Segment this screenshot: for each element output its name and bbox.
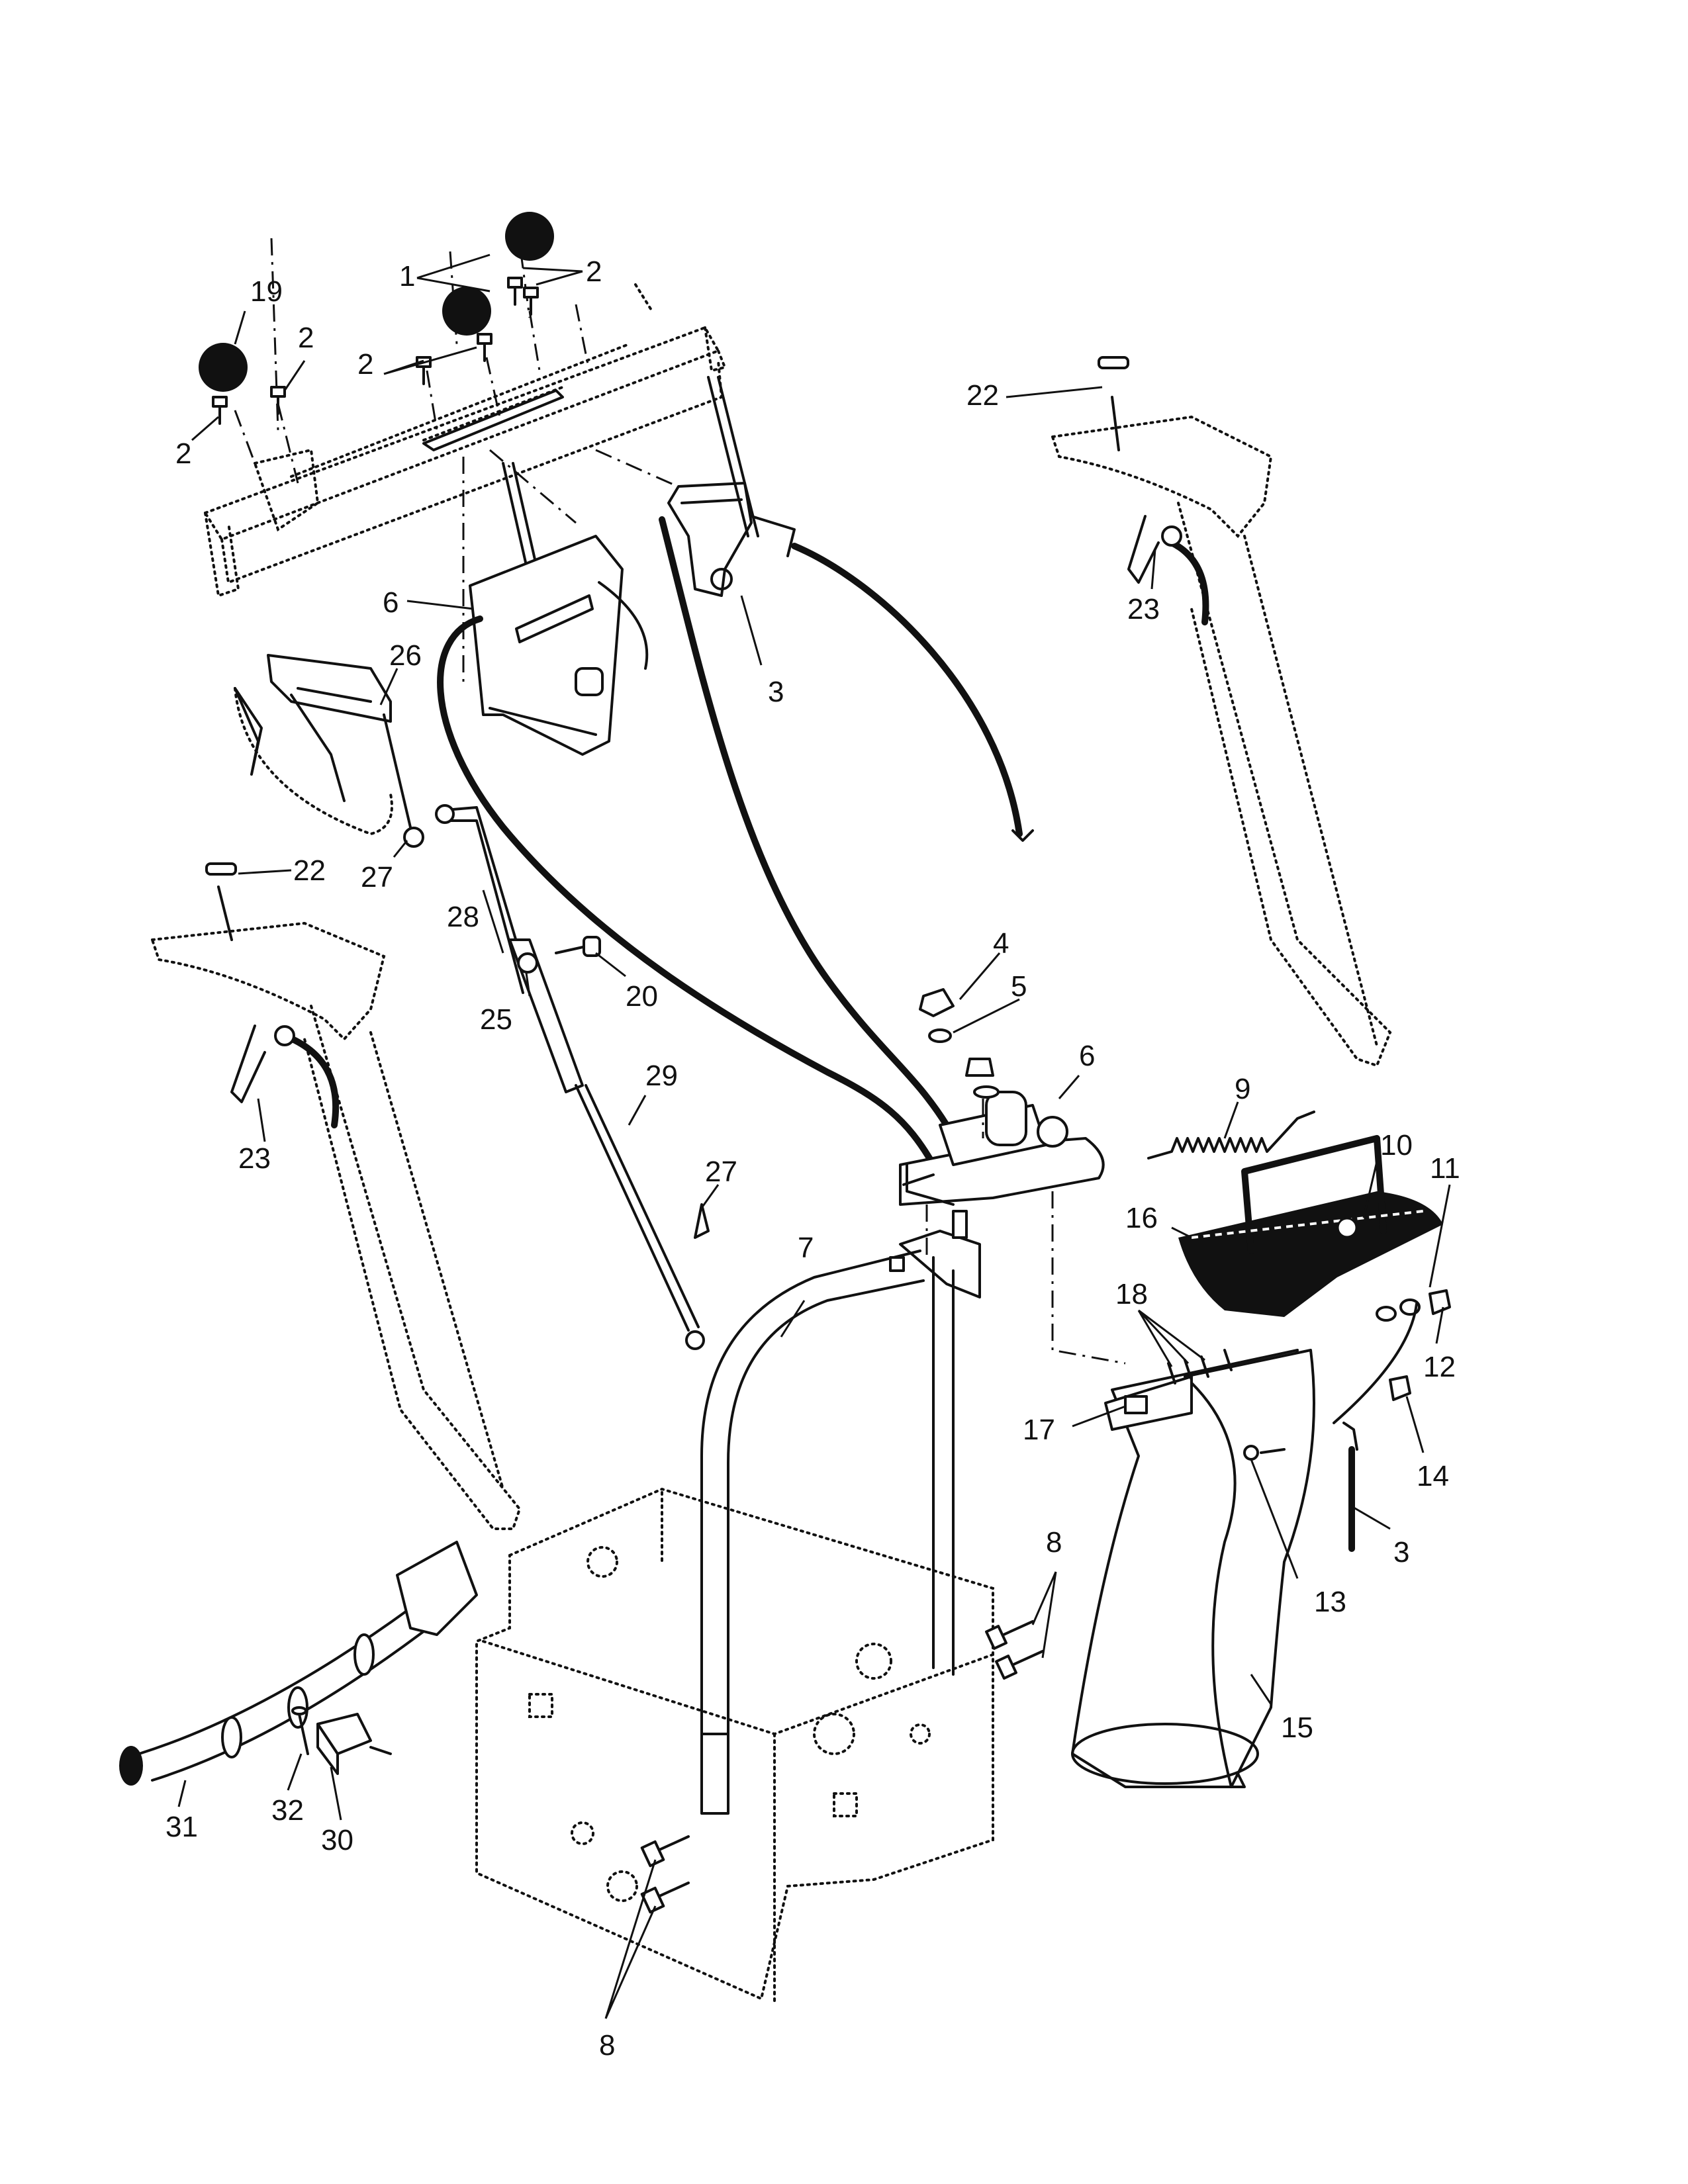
- lower-handle-tube: [700, 1210, 981, 1815]
- shift-lever-assembly: [469, 462, 649, 756]
- callout-30: 30: [321, 1824, 353, 1856]
- screw-a: [212, 396, 228, 425]
- callout-7: 7: [798, 1232, 814, 1264]
- callout-22-left: 22: [293, 854, 326, 887]
- callout-17: 17: [1023, 1414, 1055, 1446]
- callout-10: 10: [1380, 1129, 1413, 1161]
- knob-3: [505, 212, 554, 261]
- callout-3-upper: 3: [768, 676, 784, 708]
- callout-2a: 2: [586, 255, 602, 288]
- chute-bracket: [234, 654, 424, 848]
- callout-2b: 2: [357, 348, 373, 381]
- callout-28: 28: [447, 901, 479, 933]
- callout-11: 11: [1430, 1152, 1460, 1185]
- callout-4: 4: [993, 927, 1009, 960]
- screw-d: [477, 333, 492, 362]
- chute-bolts: [1167, 1349, 1233, 1385]
- callout-29: 29: [645, 1060, 678, 1092]
- speed-control-lever: [667, 376, 796, 597]
- callout-labels: 1 2 2 2 2 19 22 22 23 23 6 6 3 3 26 27 2…: [165, 255, 1460, 2062]
- right-handle: [1051, 356, 1392, 1068]
- callout-6-upper: 6: [383, 586, 399, 619]
- screws: [212, 277, 539, 425]
- callout-31: 31: [165, 1811, 198, 1843]
- callout-19: 19: [250, 275, 283, 308]
- callout-18: 18: [1115, 1278, 1148, 1310]
- callout-25: 25: [480, 1003, 512, 1036]
- spring: [1147, 1111, 1315, 1160]
- callout-27-lower: 27: [705, 1156, 737, 1188]
- handle-knobs: [199, 212, 554, 392]
- callout-22-right: 22: [966, 379, 999, 412]
- callout-27-upper: 27: [361, 861, 393, 893]
- callout-8-right: 8: [1046, 1526, 1062, 1559]
- callout-2d: 2: [175, 437, 191, 470]
- chute-deflector: [1178, 1135, 1443, 1317]
- drive-shaft: [119, 1541, 478, 1786]
- leader-lines: [177, 253, 1451, 2019]
- mounting-bolts: [640, 1620, 1044, 1914]
- callout-6-lower: 6: [1079, 1040, 1095, 1072]
- callout-5: 5: [1011, 970, 1027, 1003]
- bearing-block: [291, 1706, 392, 1775]
- callout-16: 16: [1125, 1202, 1158, 1234]
- callout-8-bottom: 8: [599, 2029, 615, 2062]
- chute-control-rods: [435, 804, 710, 1350]
- chute-guide-bracket: [899, 1058, 1126, 1365]
- auger-housing: [475, 1487, 994, 2007]
- housing-holes: [528, 1546, 931, 1902]
- callout-14: 14: [1417, 1460, 1449, 1492]
- callout-2c: 2: [298, 322, 314, 354]
- callout-23-right: 23: [1127, 593, 1160, 625]
- screw-e: [507, 277, 523, 306]
- callout-13: 13: [1314, 1586, 1346, 1618]
- callout-12: 12: [1423, 1351, 1456, 1383]
- callout-15: 15: [1281, 1711, 1313, 1744]
- left-handle: [150, 862, 522, 1530]
- callout-26: 26: [389, 639, 422, 672]
- callout-1: 1: [399, 260, 415, 293]
- callout-9: 9: [1235, 1073, 1250, 1105]
- callout-23-left: 23: [238, 1142, 271, 1175]
- callout-20: 20: [626, 980, 658, 1013]
- control-cables: [437, 516, 1034, 1168]
- callout-32: 32: [271, 1794, 304, 1827]
- knob-2: [442, 287, 491, 336]
- screw-b: [270, 386, 286, 415]
- discharge-chute: [1071, 1349, 1315, 1788]
- knob-1: [199, 343, 248, 392]
- small-hardware: [919, 988, 1451, 1552]
- screw-f: [523, 287, 539, 316]
- callout-3-lower: 3: [1393, 1536, 1409, 1569]
